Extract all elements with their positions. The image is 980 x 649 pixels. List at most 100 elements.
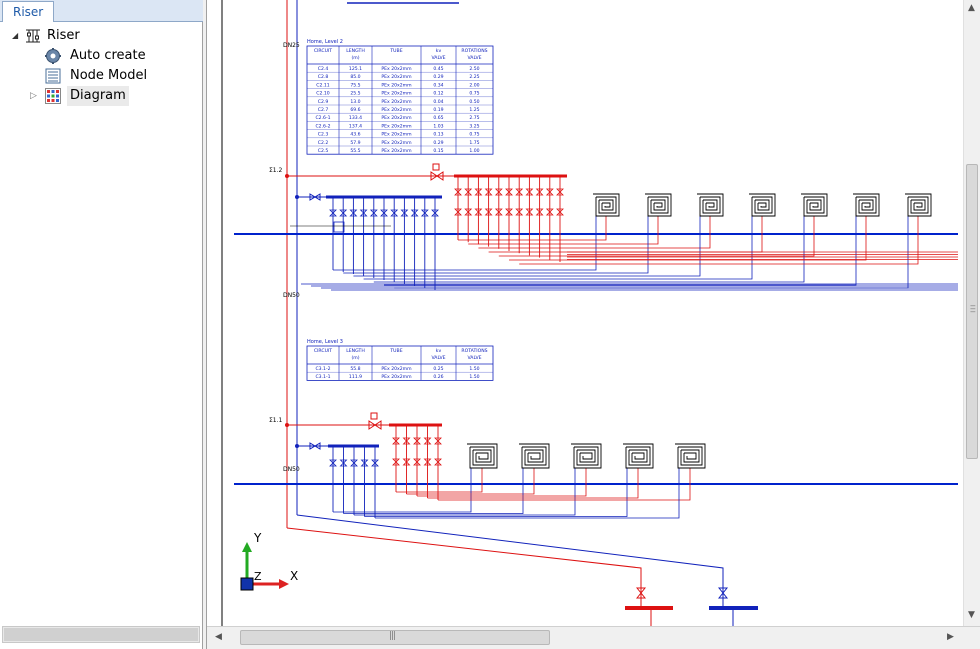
table-header-cell: (m) <box>351 355 359 361</box>
collapse-arrow-icon[interactable]: ◢ <box>12 31 19 40</box>
scroll-right-arrow-icon[interactable]: ▶ <box>947 632 954 642</box>
circuit-valve-icon <box>392 437 400 442</box>
circuit-valve-icon <box>556 191 564 196</box>
return-node <box>295 195 299 199</box>
circuit-valve-icon <box>545 208 554 213</box>
tree-item-diagram[interactable]: ▷ Diagram <box>30 86 140 106</box>
circuit-valve-icon <box>371 462 379 467</box>
circuit-valve-icon <box>350 459 358 464</box>
circuit-valve-icon <box>423 440 432 445</box>
manifold-level3: Σ1.1 <box>269 412 706 519</box>
circuit-valve-icon <box>515 188 524 193</box>
x-axis-label: X <box>290 569 298 583</box>
table-cell: 1.03 <box>433 123 443 129</box>
table-cell: PEx 20x2mm <box>381 82 412 88</box>
circuit-valve-icon <box>494 211 503 216</box>
circuit-valve-icon <box>359 209 368 214</box>
circuit-valve-icon <box>494 188 503 193</box>
circuit-valve-icon <box>525 208 534 213</box>
circuit-valve-icon <box>535 211 544 216</box>
manifold-label: Σ1.1 <box>269 417 283 424</box>
tree-item-label: Node Model <box>70 68 148 83</box>
grip-icon: ||| <box>389 631 396 641</box>
circuit-valve-icon <box>402 461 411 466</box>
table-cell: 0.75 <box>469 91 479 97</box>
scroll-down-arrow-icon[interactable]: ▼ <box>968 610 975 620</box>
table-cell: 0.13 <box>433 132 443 138</box>
table-cell: PEx 20x2mm <box>381 374 412 380</box>
table-header-cell: (m) <box>351 55 359 61</box>
tree-item-label: Auto create <box>70 48 146 63</box>
ucs-axes-icon: Y X Z <box>240 531 298 591</box>
table-cell: 2.00 <box>469 82 479 88</box>
table-cell: 25.5 <box>350 91 360 97</box>
circuit-valve-icon <box>434 461 442 466</box>
circuit-valve-icon <box>371 459 379 464</box>
supply-loop-pipe <box>458 216 607 241</box>
supply-loop-pipe <box>519 216 919 265</box>
circuit-valve-icon <box>454 211 462 216</box>
expand-arrow-icon[interactable]: ▷ <box>30 91 37 101</box>
y-axis-label: Y <box>253 531 262 545</box>
floor-heating-loop-icon <box>467 443 498 469</box>
table-header-cell: CIRCUIT <box>314 48 332 54</box>
scroll-thumb[interactable] <box>4 628 198 641</box>
table-header-cell: ROTATIONS <box>461 48 487 54</box>
scroll-left-arrow-icon[interactable]: ◀ <box>215 632 222 642</box>
supply-loop-pipe <box>417 468 587 497</box>
tab-riser[interactable]: Riser <box>2 1 55 22</box>
circuit-valve-icon <box>515 211 524 216</box>
circuit-valve-icon <box>410 209 419 214</box>
tree-root-label: Riser <box>47 28 80 43</box>
table-cell: 0.25 <box>433 366 443 372</box>
table-cell: PEx 20x2mm <box>381 115 412 121</box>
circuit-valve-icon <box>402 458 411 463</box>
panel-horizontal-scrollbar[interactable] <box>2 626 200 643</box>
riser-panel: Riser ◢ Riser Auto create <box>0 0 203 649</box>
horizontal-scrollbar[interactable]: ◀ ||| ▶ <box>207 626 980 649</box>
table-frame <box>306 345 494 381</box>
circuit-valve-icon <box>484 191 493 196</box>
circuit-valve-icon <box>380 212 388 217</box>
circuit-valve-icon <box>329 212 337 217</box>
circuit-valve-icon <box>484 211 493 216</box>
table-cell: PEx 20x2mm <box>381 140 412 146</box>
circuit-valve-icon <box>556 188 564 193</box>
table-cell: C2.7 <box>318 107 329 113</box>
table-cell: 0.29 <box>433 140 443 146</box>
table-cell: 133.4 <box>349 115 362 121</box>
scroll-up-arrow-icon[interactable]: ▲ <box>968 3 975 13</box>
return-loop-pipe <box>363 216 753 280</box>
z-axis-origin <box>240 577 254 591</box>
tree-item-auto-create[interactable]: Auto create <box>45 46 155 66</box>
circuit-valve-icon <box>369 212 378 217</box>
y-axis-arrow <box>242 542 252 552</box>
circuit-valve-icon <box>423 437 432 442</box>
circuit-valve-icon <box>464 188 473 193</box>
circuit-valve-icon <box>402 440 411 445</box>
valve-icon <box>374 420 382 430</box>
table-cell: C2.11 <box>316 82 330 88</box>
circuit-valve-icon <box>535 208 544 213</box>
scroll-thumb[interactable]: ||| <box>240 630 550 645</box>
floor-heating-loop-icon <box>571 443 602 469</box>
circuit-valve-icon <box>413 437 421 442</box>
valve-icon <box>717 587 729 594</box>
circuit-valve-icon <box>339 212 348 217</box>
table-header-cell: VALVE <box>467 55 481 61</box>
scroll-thumb[interactable]: ‒‒‒ <box>966 164 978 459</box>
table-cell: PEx 20x2mm <box>381 66 412 72</box>
pipe-label-dn50: DN50 <box>283 292 300 299</box>
table-cell: 57.9 <box>350 140 360 146</box>
tree-item-node-model[interactable]: Node Model <box>45 66 155 86</box>
table-cell: PEx 20x2mm <box>381 366 412 372</box>
circuit-valve-icon <box>369 209 378 214</box>
valve-icon <box>314 193 321 201</box>
table-cell: C3.1-1 <box>315 374 330 380</box>
vertical-scrollbar[interactable]: ▲ ‒‒‒ ▼ <box>963 0 980 626</box>
tree-root-riser[interactable]: ◢ Riser <box>12 26 132 46</box>
tree-item-label: Diagram <box>67 86 129 106</box>
table-cell: 0.04 <box>433 99 443 105</box>
table-cell: 3.25 <box>469 123 479 129</box>
